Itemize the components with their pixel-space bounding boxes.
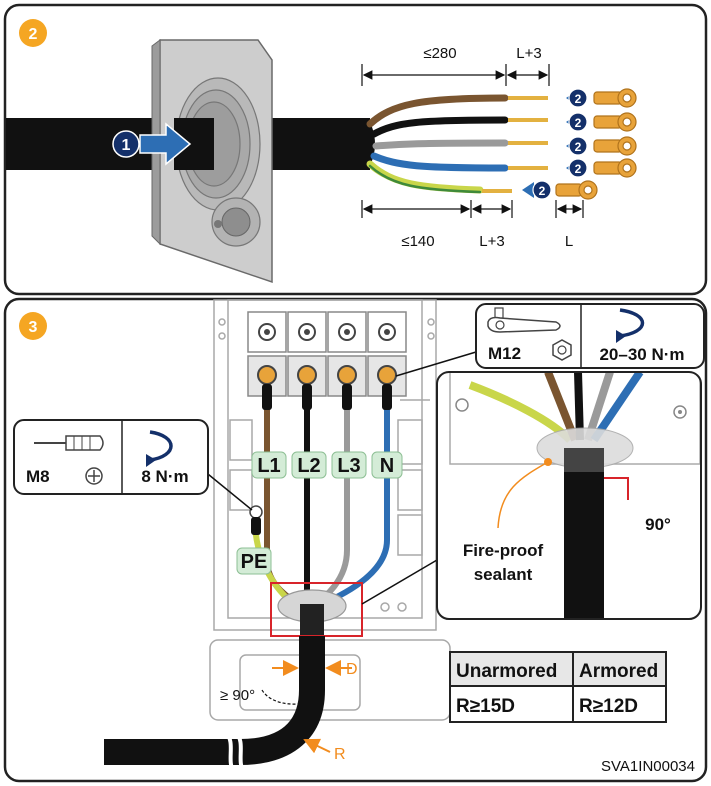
ring-lug-icon: [593, 112, 637, 132]
cross-head-icon: [85, 467, 103, 485]
rotate-arrow-icon: [146, 430, 173, 467]
ring-lugs: [555, 88, 637, 200]
crimp-arrows: 2 2 2 2 2: [522, 88, 588, 200]
svg-text:8 N·m: 8 N·m: [141, 467, 188, 486]
svg-text:L1: L1: [257, 455, 280, 477]
svg-text:L2: L2: [297, 455, 320, 477]
dim-top-strip-label: L+3: [516, 45, 541, 62]
step2-panel: 2 1: [3, 3, 708, 296]
screwdriver-icon: [34, 435, 104, 451]
svg-text:1: 1: [122, 137, 131, 154]
socket-icon: [487, 307, 561, 333]
rotate-arrow-icon: [616, 308, 644, 343]
push-arrow-icon: 2: [522, 180, 552, 200]
bend-angle: ≥ 90°: [220, 687, 299, 705]
svg-text:2: 2: [29, 26, 38, 43]
cable-gland-plate: [151, 39, 273, 284]
doc-code: SVA1IN00034: [601, 758, 695, 775]
pe-terminal: [249, 505, 263, 535]
radius-marker: R: [303, 738, 346, 763]
wire-label-n: N: [371, 451, 403, 479]
step3-badge: 3: [19, 312, 47, 340]
dimension-lines: [361, 64, 584, 218]
dim-bottom-label: ≤140: [401, 233, 434, 250]
wire-label-l2: L2: [291, 451, 327, 479]
insert-arrow-icon: 1: [112, 122, 192, 166]
step3-panel: 3: [3, 297, 708, 783]
svg-text:20–30 N·m: 20–30 N·m: [599, 345, 684, 364]
svg-text:R: R: [334, 746, 346, 763]
sealant-inset: Fire-proof sealant 90°: [361, 371, 702, 620]
m8-callout: M8 8 N·m: [13, 419, 253, 511]
svg-text:L3: L3: [337, 455, 360, 477]
main-cable-bend: [104, 636, 325, 765]
svg-text:D: D: [346, 661, 358, 678]
svg-text:M12: M12: [488, 344, 521, 363]
diameter-marker: D: [272, 660, 358, 678]
table-header-unarmored: Unarmored: [456, 661, 557, 682]
sealant-label-line2: sealant: [474, 565, 533, 584]
ring-lug-icon: [593, 158, 637, 178]
inset-angle-label: 90°: [645, 515, 671, 534]
svg-text:3: 3: [29, 319, 38, 336]
m12-callout: M12 20–30 N·m: [395, 303, 705, 377]
table-value-unarmored: R≥15D: [456, 696, 515, 717]
push-arrow-icon: 2: [566, 136, 588, 156]
table-value-armored: R≥12D: [579, 696, 638, 717]
ring-lug-icon: [593, 136, 637, 156]
svg-text:2: 2: [539, 184, 546, 198]
stripped-conductors: [366, 94, 509, 194]
wire-lugs: [262, 384, 392, 410]
cable-break: [224, 731, 246, 774]
ring-lug-icon: [555, 180, 598, 200]
nut-icon: [552, 339, 572, 361]
dim-lug-label: L: [565, 233, 573, 250]
svg-text:2: 2: [575, 140, 582, 154]
svg-text:PE: PE: [241, 551, 268, 573]
step2-badge: 2: [19, 19, 47, 47]
push-arrow-icon: 2: [566, 158, 588, 178]
wire-label-l1: L1: [251, 451, 287, 479]
bend-radius-table: Unarmored Armored R≥15D R≥12D: [449, 651, 667, 723]
table-header-armored: Armored: [579, 661, 658, 682]
sealant-region: [270, 582, 363, 637]
push-arrow-icon: 2: [566, 112, 588, 132]
svg-text:N: N: [380, 455, 394, 477]
wire-labels: L1 L2 L3 N PE: [236, 451, 403, 575]
terminal-l2: [287, 311, 327, 397]
svg-text:M8: M8: [26, 467, 50, 486]
dim-bottom-strip-label: L+3: [479, 233, 504, 250]
svg-text:2: 2: [575, 116, 582, 130]
wire-label-l3: L3: [331, 451, 367, 479]
ring-lug-icon: [593, 88, 637, 108]
terminal-n: [367, 311, 407, 397]
svg-text:2: 2: [575, 92, 582, 106]
dim-top-label: ≤280: [423, 45, 456, 62]
svg-text:2: 2: [575, 162, 582, 176]
bare-strands: [482, 96, 548, 193]
svg-text:≥ 90°: ≥ 90°: [220, 687, 255, 704]
push-arrow-icon: 2: [566, 88, 588, 108]
sealant-label-line1: Fire-proof: [463, 541, 544, 560]
wire-label-pe: PE: [236, 547, 272, 575]
